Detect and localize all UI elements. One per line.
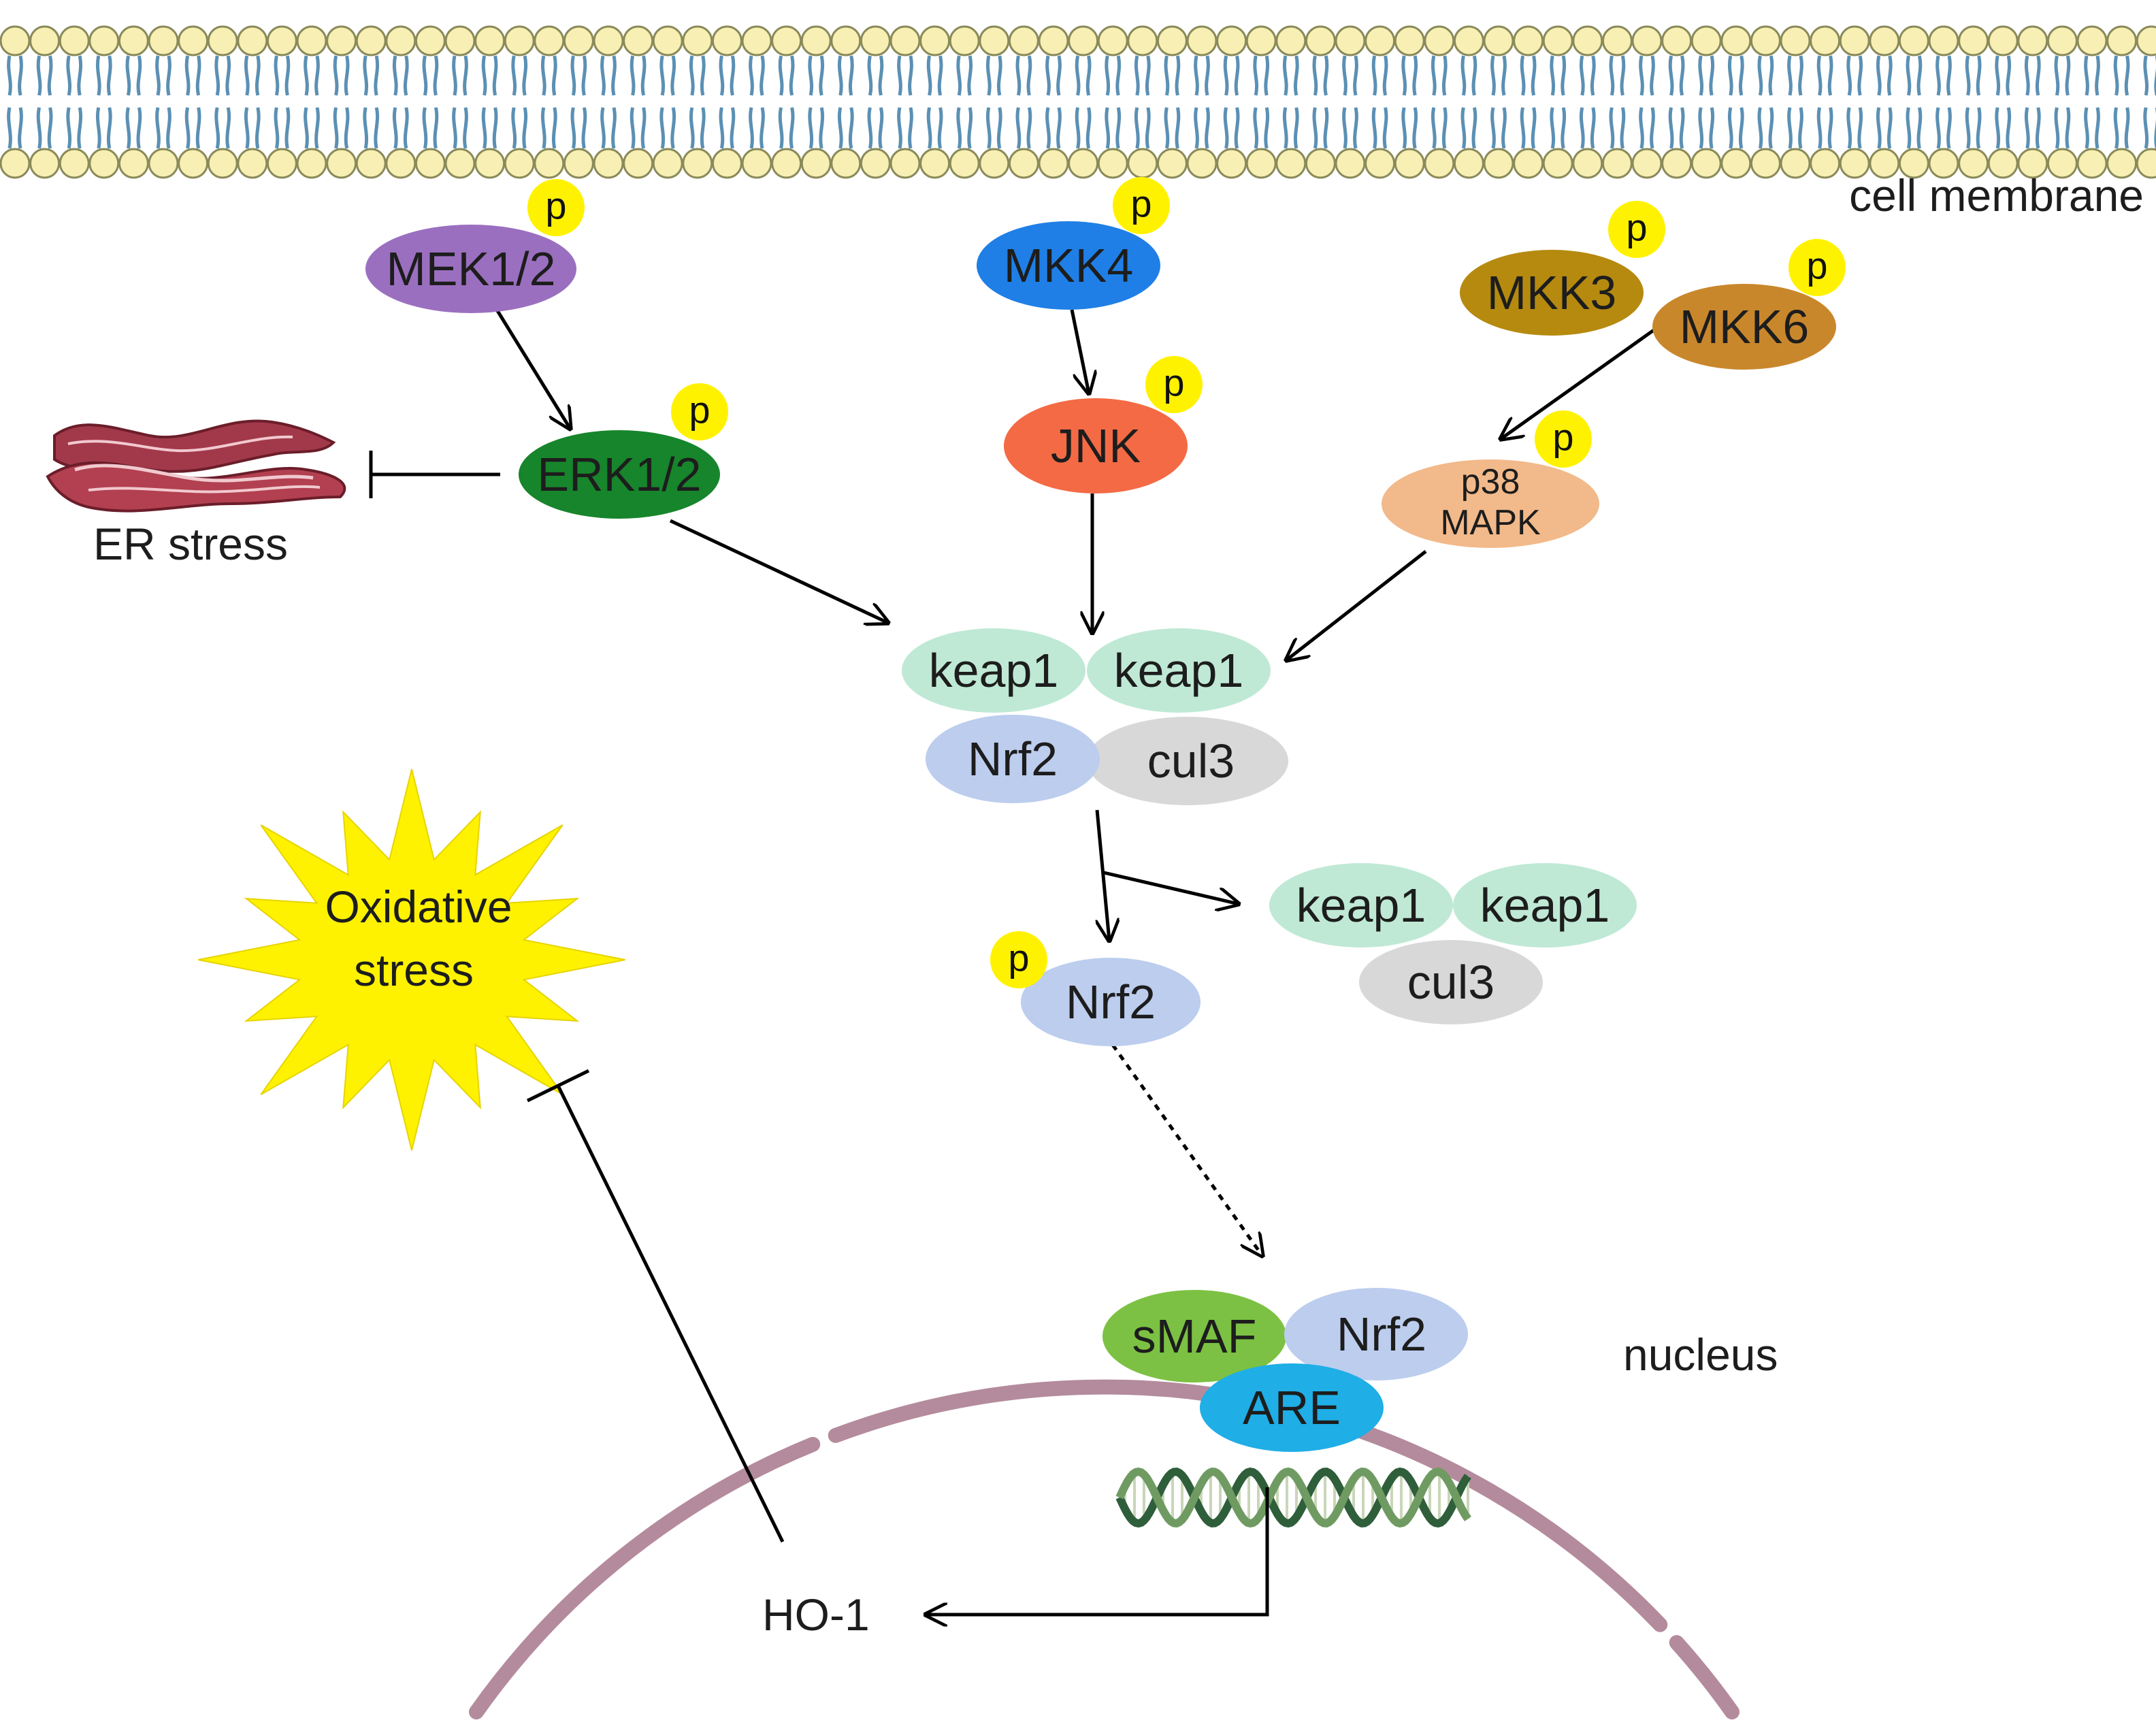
svg-text:p38: p38	[1461, 462, 1520, 502]
phospho-badge: p	[1788, 239, 1846, 296]
phospho-nrf2-node: Nrf2	[1021, 958, 1200, 1046]
keap1-node: keap1	[1296, 879, 1426, 932]
svg-text:p: p	[1552, 416, 1573, 459]
released-keap1-cul3-complex: keap1 keap1 cul3	[1269, 863, 1637, 1024]
er-icon	[46, 419, 346, 513]
cul3-node: cul3	[1147, 734, 1235, 788]
are-node: ARE	[1243, 1381, 1341, 1434]
smaf-node: sMAF	[1132, 1310, 1257, 1363]
svg-text:MKK6: MKK6	[1680, 300, 1810, 353]
phospho-badge: p	[527, 179, 585, 236]
erk-to-keap1-edge	[669, 519, 888, 623]
complex-release-edge	[1103, 871, 1239, 904]
mkk-to-p38-edge	[1501, 328, 1655, 439]
cell-membrane-bilayer	[0, 25, 2156, 179]
dna-helix-icon	[1115, 1467, 1471, 1528]
ho1-label: HO-1	[762, 1589, 870, 1640]
phospho-badge: p	[990, 931, 1047, 988]
mkk4-node: MKK4	[977, 221, 1160, 310]
are-to-ho1-edge	[926, 1487, 1269, 1615]
complex-to-nrf2-edge	[1095, 809, 1109, 941]
svg-text:p: p	[545, 184, 566, 227]
nrf2-node: Nrf2	[968, 732, 1058, 786]
oxidative-stress-label-line2: stress	[354, 945, 474, 995]
keap1-node: keap1	[1480, 879, 1610, 932]
oxidative-stress-star-icon	[198, 769, 625, 1151]
nuclear-are-complex: sMAF Nrf2 ARE	[1102, 1288, 1468, 1452]
svg-text:MKK4: MKK4	[1004, 239, 1134, 292]
keap1-node: keap1	[1114, 644, 1244, 697]
svg-text:p: p	[689, 389, 710, 432]
nrf2-translocation-edge	[1111, 1044, 1262, 1256]
oxidative-stress-label-line1: Oxidative	[325, 881, 512, 932]
p38-to-keap1-edge	[1286, 550, 1427, 660]
cell-membrane-label: cell membrane	[1849, 170, 2144, 221]
svg-text:p: p	[1806, 244, 1827, 287]
svg-text:MKK3: MKK3	[1487, 266, 1617, 319]
mkk3-node: MKK3	[1460, 250, 1644, 336]
svg-text:p: p	[1626, 206, 1647, 249]
svg-text:MAPK: MAPK	[1440, 503, 1541, 543]
mek12-node: MEK1/2	[365, 225, 576, 313]
phospho-badge: p	[1145, 356, 1203, 413]
phospho-badge: p	[1113, 177, 1170, 234]
svg-text:Nrf2: Nrf2	[1066, 975, 1156, 1029]
svg-text:MEK1/2: MEK1/2	[387, 242, 556, 295]
svg-text:p: p	[1130, 182, 1152, 225]
svg-text:JNK: JNK	[1051, 419, 1141, 472]
nrf2-nuclear-node: Nrf2	[1337, 1308, 1426, 1361]
keap1-nrf2-cul3-complex: keap1 keap1 Nrf2 cul3	[902, 628, 1288, 805]
mkk4-to-jnk-edge	[1070, 309, 1089, 393]
nucleus-envelope	[469, 1379, 1740, 1719]
phospho-badge: p	[1608, 201, 1665, 258]
svg-text:p: p	[1008, 937, 1029, 980]
keap1-node: keap1	[929, 644, 1059, 697]
phospho-badge: p	[1535, 410, 1592, 468]
er-stress-label: ER stress	[93, 519, 288, 569]
phospho-badge: p	[671, 383, 728, 440]
mek-to-erk-edge	[495, 308, 570, 429]
erk12-node: ERK1/2	[519, 430, 720, 519]
mkk6-node: MKK6	[1652, 284, 1836, 370]
svg-text:ERK1/2: ERK1/2	[537, 448, 701, 501]
jnk-node: JNK	[1004, 398, 1188, 494]
nucleus-label: nucleus	[1623, 1329, 1778, 1380]
erk-inhibits-er-stress-edge	[369, 451, 500, 498]
p38-mapk-node: p38 MAPK	[1382, 459, 1599, 548]
svg-text:p: p	[1163, 361, 1184, 404]
ho1-inhibits-oxidative-stress-edge	[526, 1069, 785, 1543]
cul3-node: cul3	[1407, 956, 1494, 1009]
